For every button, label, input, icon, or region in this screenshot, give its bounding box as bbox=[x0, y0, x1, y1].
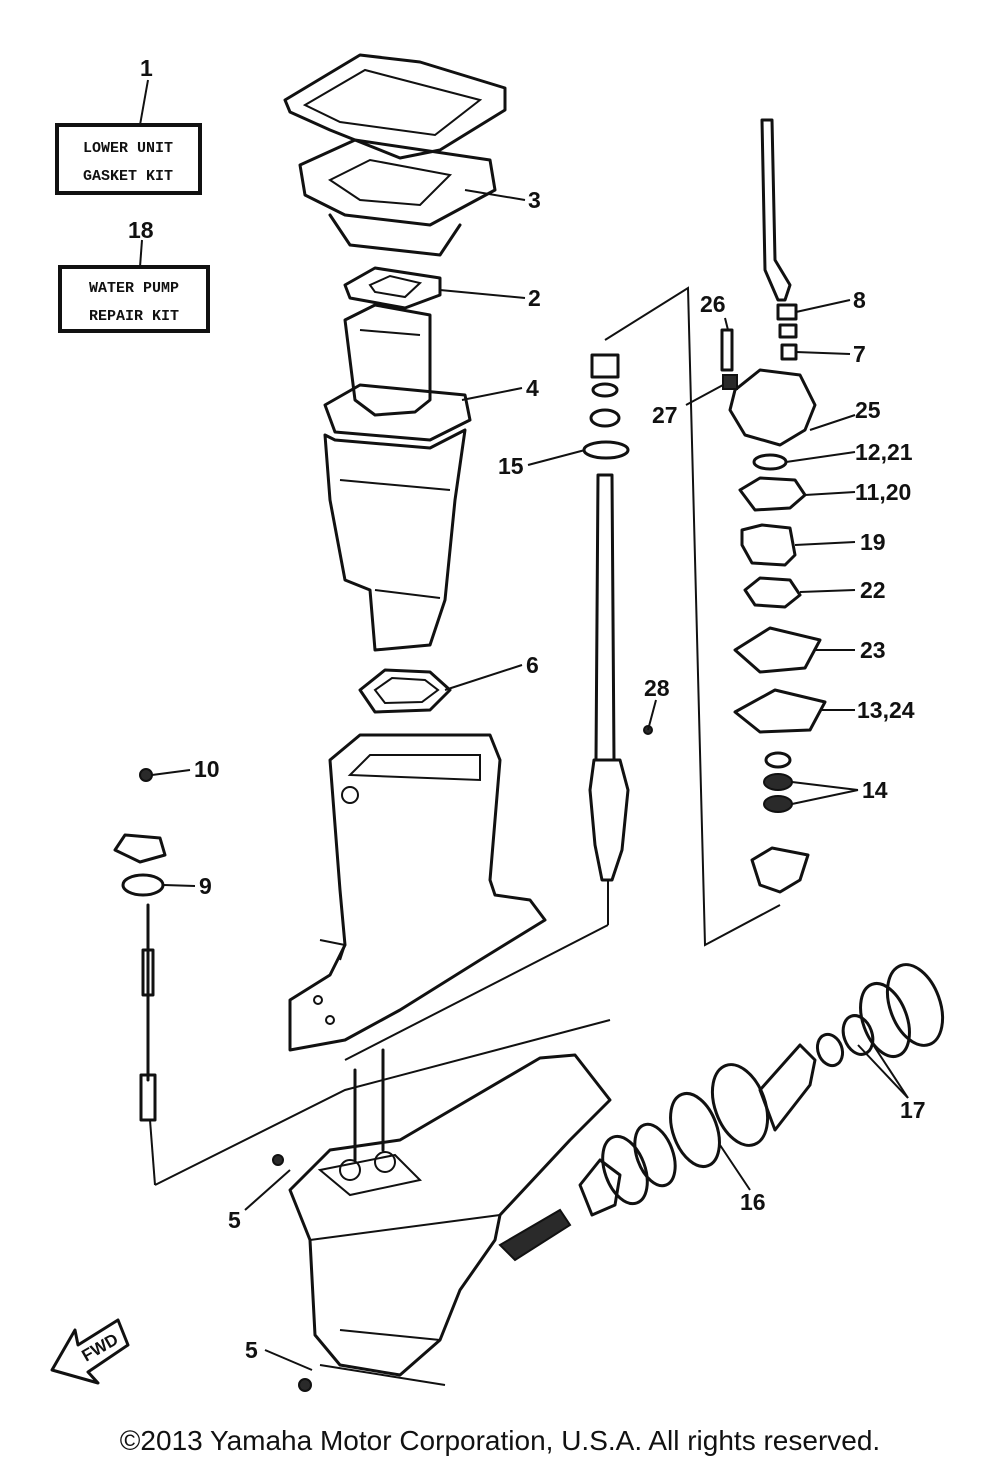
lower-unit-gasket-kit-box: LOWER UNIT GASKET KIT bbox=[55, 123, 202, 195]
part-2-gasket bbox=[343, 266, 442, 310]
callout-12-21: 12,21 bbox=[855, 439, 913, 465]
callout-13-24: 13,24 bbox=[857, 697, 915, 723]
callout-5-lower: 5 bbox=[245, 1337, 258, 1363]
part-3-adapter bbox=[298, 138, 497, 257]
callout-17: 17 bbox=[900, 1097, 926, 1123]
callout-3: 3 bbox=[528, 187, 541, 213]
callout-2: 2 bbox=[528, 285, 541, 311]
water-pump-assembly bbox=[720, 118, 827, 894]
callout-27: 27 bbox=[652, 402, 678, 428]
callout-5-upper: 5 bbox=[228, 1207, 241, 1233]
driveshaft-housing bbox=[288, 733, 547, 1052]
water-pump-kit-line1: WATER PUMP bbox=[89, 280, 179, 297]
callout-23: 23 bbox=[860, 637, 886, 663]
callout-25: 25 bbox=[855, 397, 881, 423]
water-pump-repair-kit-box: WATER PUMP REPAIR KIT bbox=[58, 265, 210, 333]
callout-19: 19 bbox=[860, 529, 886, 555]
callout-9: 9 bbox=[199, 873, 212, 899]
driveshaft bbox=[582, 353, 630, 882]
callout-11-20: 11,20 bbox=[855, 479, 911, 505]
upper-casing bbox=[323, 428, 467, 652]
fwd-label: FWD bbox=[79, 1330, 122, 1366]
callout-4: 4 bbox=[526, 375, 539, 401]
lower-gearcase bbox=[288, 1048, 612, 1377]
callout-6: 6 bbox=[526, 652, 539, 678]
top-gasket-plate bbox=[283, 53, 507, 160]
exploded-parts-diagram: LOWER UNIT GASKET KIT 1 WATER PUMP REPAI… bbox=[50, 53, 945, 1392]
callout-26: 26 bbox=[700, 291, 726, 317]
exhaust-tube bbox=[343, 303, 432, 417]
lower-unit-kit-line2: GASKET KIT bbox=[83, 168, 173, 185]
callout-10: 10 bbox=[194, 756, 220, 782]
callout-15: 15 bbox=[498, 453, 524, 479]
callout-22: 22 bbox=[860, 577, 886, 603]
water-pump-kit-line2: REPAIR KIT bbox=[89, 308, 179, 325]
copyright-notice: ©2013 Yamaha Motor Corporation, U.S.A. A… bbox=[119, 1425, 881, 1456]
propeller-shaft-components bbox=[578, 963, 945, 1217]
shift-rod-assembly bbox=[113, 768, 167, 1186]
fwd-arrow-icon: FWD bbox=[50, 1318, 130, 1385]
part-6-gasket bbox=[358, 668, 452, 714]
callout-8: 8 bbox=[853, 287, 866, 313]
callout-28: 28 bbox=[644, 675, 670, 701]
callout-1: 1 bbox=[140, 55, 153, 81]
lower-unit-kit-line1: LOWER UNIT bbox=[83, 140, 173, 157]
callout-16: 16 bbox=[740, 1189, 766, 1215]
part-4-gasket bbox=[323, 383, 472, 442]
callout-7: 7 bbox=[853, 341, 866, 367]
callout-14: 14 bbox=[862, 777, 888, 803]
callout-18: 18 bbox=[128, 217, 154, 243]
